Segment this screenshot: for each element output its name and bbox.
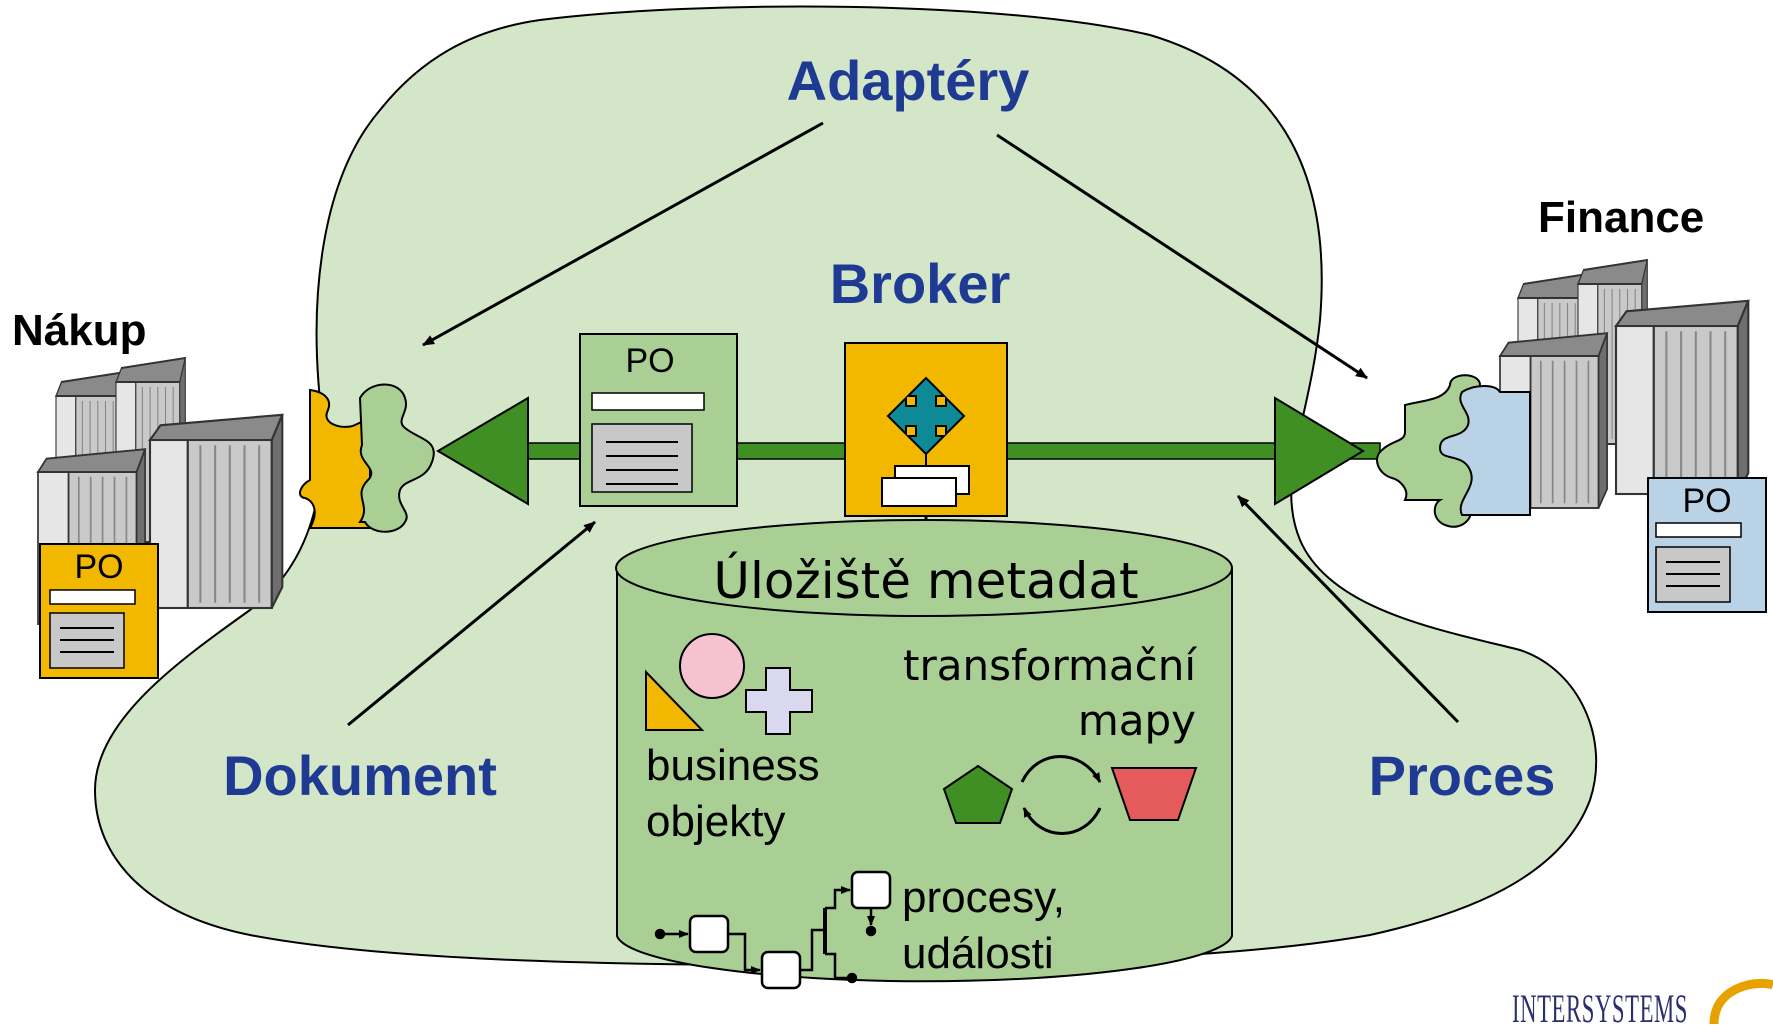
document-label: Dokument xyxy=(223,744,497,807)
adapter-puzzle-left xyxy=(299,383,435,533)
adapter-puzzle-right xyxy=(1376,374,1531,528)
purchase-label: Nákup xyxy=(12,306,146,355)
adapters-label: Adaptéry xyxy=(787,49,1030,112)
finance-label: Finance xyxy=(1538,193,1704,242)
transform-maps-line2: mapy xyxy=(1078,696,1196,745)
repository-title: Úložiště metadat xyxy=(713,551,1138,610)
arrow-process xyxy=(1236,494,1460,724)
arrow-adapters-left xyxy=(422,121,824,347)
intersystems-logo: INTERSYSTEMS xyxy=(1512,978,1773,1029)
processes-line1: procesy, xyxy=(902,873,1065,922)
plus-icon xyxy=(745,667,813,735)
transform-maps-line1: transformační xyxy=(903,641,1197,690)
transform-cycle-icon xyxy=(1020,755,1102,783)
business-objects-line2: objekty xyxy=(646,797,785,846)
po-label-finance: PO xyxy=(1682,482,1731,520)
po-document-broker: PO xyxy=(579,333,738,507)
po-label-broker: PO xyxy=(625,342,674,380)
finance-servers xyxy=(1499,259,1750,509)
circle-icon xyxy=(679,633,745,699)
broker-box xyxy=(844,342,1008,536)
process-flow-icon xyxy=(654,870,892,990)
po-document-finance: PO xyxy=(1647,477,1767,613)
processes-line2: události xyxy=(902,929,1054,978)
broker-label: Broker xyxy=(830,252,1011,315)
triangle-icon xyxy=(645,669,705,731)
process-label: Proces xyxy=(1369,744,1556,807)
brand-wordmark: INTERSYSTEMS xyxy=(1512,986,1688,1029)
po-label-purchase: PO xyxy=(74,548,123,586)
trapezoid-icon xyxy=(1110,767,1198,821)
pentagon-icon xyxy=(942,764,1014,824)
business-objects-line1: business xyxy=(646,741,820,790)
arrow-document xyxy=(347,520,596,727)
po-document-purchase: PO xyxy=(39,543,159,679)
arrow-adapters-right xyxy=(996,133,1368,380)
metadata-repository: Úložiště metadat business objekty transf… xyxy=(615,519,1233,990)
